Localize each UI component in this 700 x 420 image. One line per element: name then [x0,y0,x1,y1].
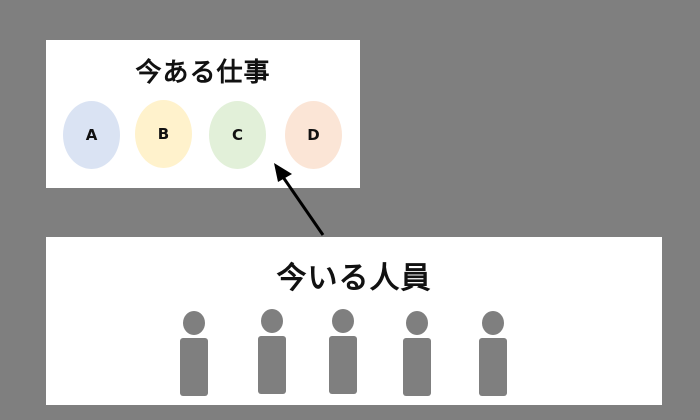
person-head [406,311,428,335]
job-b-label: B [157,125,170,143]
job-a-ellipse: A [63,101,120,169]
job-a-label: A [85,126,98,144]
job-b-ellipse: B [135,100,192,168]
job-c-label: C [231,126,243,144]
job-d-label: D [307,126,320,144]
person-head [183,311,205,335]
person-body [403,338,431,396]
person-head [261,309,283,333]
jobs-panel: 今ある仕事 A B C D [46,40,360,188]
jobs-panel-title: 今ある仕事 [135,58,271,88]
person-body [329,336,357,394]
person-body [479,338,507,396]
person-body [180,338,208,396]
job-d-ellipse: D [285,101,342,169]
person-head [482,311,504,335]
person-head [332,309,354,333]
job-c-ellipse: C [209,101,266,169]
arrow-head [274,163,292,182]
staff-panel-title: 今いる人員 [276,261,432,296]
arrow-shaft [281,176,325,236]
person-body [258,336,286,394]
staff-panel: 今いる人員 [46,237,662,405]
